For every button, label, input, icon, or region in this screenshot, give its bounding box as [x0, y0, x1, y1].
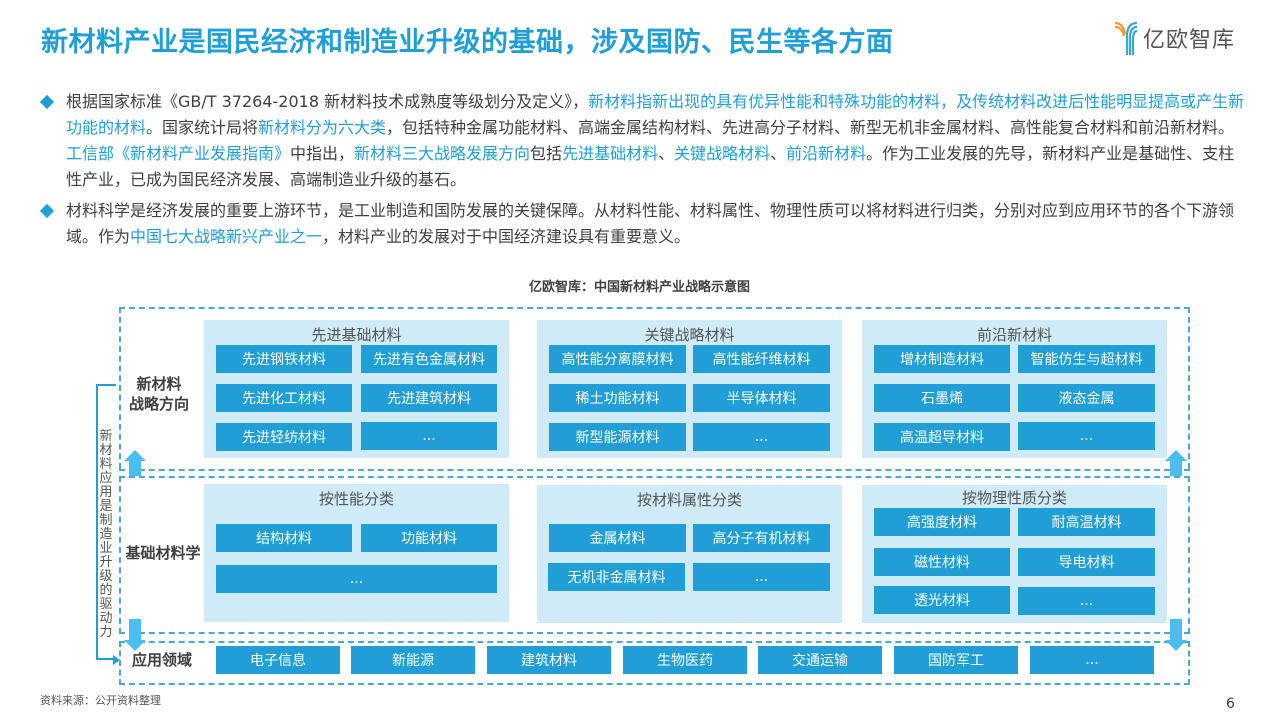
material-cell: 先进有色金属材料: [361, 345, 497, 373]
material-cell: 先进化工材料: [216, 384, 352, 412]
arrow-down-right-icon: [1165, 619, 1187, 652]
bullet-paragraph-1: 根据国家标准《GB/T 37264-2018 新材料技术成熟度等级划分及定义》，…: [39, 89, 1245, 193]
logo-mark-icon: [1114, 21, 1138, 55]
panel-by-material-property: 按材料属性分类 金属材料 高分子有机材料 无机非金属材料 ...: [537, 485, 842, 623]
arrow-down-left-icon: [124, 619, 146, 652]
material-cell: 新型能源材料: [549, 423, 686, 451]
body-text: 。国家统计局将: [146, 118, 259, 137]
material-cell: 稀土功能材料: [549, 384, 686, 412]
material-cell: ...: [693, 563, 830, 591]
side-arrow-right-icon: [113, 655, 120, 665]
material-cell: 智能仿生与超材料: [1018, 345, 1155, 373]
highlighted-text: 工信部《新材料产业发展指南》: [66, 144, 291, 163]
bullet-paragraph-2: 材料科学是经济发展的重要上游环节，是工业制造和国防发展的关键保障。从材料性能、材…: [39, 198, 1245, 250]
diagram-title: 亿欧智库：中国新材料产业战略示意图: [528, 280, 750, 295]
body-text: 包括: [530, 144, 563, 163]
arrow-up-left-icon: [124, 450, 146, 476]
application-cell: 生物医药: [623, 646, 747, 674]
highlighted-text: 前沿新材料: [786, 144, 867, 163]
page-number: 6: [1226, 696, 1235, 712]
material-cell: 高强度材料: [874, 508, 1010, 536]
material-cell: 先进钢铁材料: [216, 345, 352, 373]
application-zone-border: [119, 641, 1190, 685]
diamond-bullet-icon: [39, 203, 55, 219]
material-cell: 高温超导材料: [874, 423, 1010, 451]
material-cell: 先进建筑材料: [361, 384, 497, 412]
panel-key-strategic-materials: 关键战略材料 高性能分离膜材料 高性能纤维材料 稀土功能材料 半导体材料 新型能…: [537, 320, 842, 458]
material-cell: ...: [216, 565, 497, 593]
logo-text: 亿欧智库: [1143, 28, 1236, 53]
material-cell: 半导体材料: [693, 384, 830, 412]
body-text: 中指出，: [290, 144, 355, 163]
highlighted-text: 先进基础材料: [562, 144, 659, 163]
material-cell: ...: [1018, 587, 1155, 615]
material-cell: 磁性材料: [874, 548, 1010, 576]
body-text: 材料科学是经济发展的重要上游环节，是工业制造和国防发展的关键保障。从材料性能、材…: [66, 201, 1235, 246]
body-text: 根据国家标准《GB/T 37264-2018 新材料技术成熟度等级划分及定义》，: [66, 92, 589, 111]
row-label-application: 应用领域: [131, 651, 192, 669]
application-cell: 建筑材料: [487, 646, 611, 674]
material-cell: 高分子有机材料: [693, 524, 830, 552]
material-cell: 高性能纤维材料: [693, 345, 830, 373]
material-cell: 功能材料: [361, 524, 497, 552]
material-cell: 金属材料: [549, 524, 686, 552]
body-text: ，材料产业的发展对于中国经济建设具有重要意义。: [322, 227, 691, 246]
body-text: 、: [658, 144, 675, 163]
material-cell: 先进轻纺材料: [216, 423, 352, 451]
highlighted-text: 关键战略材料: [674, 144, 771, 163]
application-cell: 电子信息: [216, 646, 340, 674]
source-note: 资料来源：公开资料整理: [40, 694, 161, 707]
panel-frontier-new-materials: 前沿新材料 增材制造材料 智能仿生与超材料 石墨烯 液态金属 高温超导材料 ..…: [862, 320, 1167, 458]
material-cell: 导电材料: [1018, 548, 1155, 576]
material-cell: 结构材料: [216, 524, 352, 552]
zone-divider: [119, 641, 1190, 643]
material-cell: 液态金属: [1018, 384, 1155, 412]
diamond-bullet-icon: [39, 94, 55, 110]
row-label-basic: 基础材料学: [125, 544, 201, 562]
material-cell: ...: [693, 423, 830, 451]
material-cell: ...: [361, 422, 497, 450]
body-text: 。作为工业发展的先导，新材料产业是基础性、支柱性产业，已成为国民经济发展、高端制…: [66, 144, 1235, 189]
strategy-zone-border: [119, 307, 1190, 469]
highlighted-text: 新材料分为六大类: [258, 118, 387, 137]
highlighted-text: 新材料指新出现的具有优异性能和特殊功能的材料，及传统材料改进后性能明显提高或产生…: [66, 92, 1245, 137]
logo: 亿欧智库: [1113, 20, 1235, 56]
arrow-up-right-icon: [1165, 450, 1187, 476]
application-cell: 交通运输: [758, 646, 882, 674]
body-text: 、: [770, 144, 787, 163]
material-cell: 石墨烯: [874, 384, 1010, 412]
panel-by-physical-property: 按物理性质分类 高强度材料 耐高温材料 磁性材料 导电材料 透光材料 ...: [862, 485, 1167, 623]
application-cell: 国防军工: [894, 646, 1018, 674]
highlighted-text: 新材料三大战略发展方向: [354, 144, 531, 163]
material-cell: 透光材料: [874, 586, 1010, 614]
panel-advanced-basic-materials: 先进基础材料 先进钢铁材料 先进有色金属材料 先进化工材料 先进建筑材料 先进轻…: [204, 320, 509, 458]
material-cell: ...: [1018, 422, 1155, 450]
highlighted-text: 中国七大战略新兴产业之一: [130, 227, 323, 246]
body-text: ，包括特种金属功能材料、高端金属结构材料、先进高分子材料、新型无机非金属材料、高…: [386, 118, 1235, 137]
row-label-strategy: 新材料 战略方向: [128, 375, 189, 413]
bullet-list: 根据国家标准《GB/T 37264-2018 新材料技术成熟度等级划分及定义》，…: [39, 89, 1245, 255]
material-cell: 无机非金属材料: [548, 563, 685, 591]
material-cell: 高性能分离膜材料: [549, 345, 686, 373]
page-title: 新材料产业是国民经济和制造业升级的基础，涉及国防、民生等各方面: [41, 27, 894, 58]
zone-divider: [119, 469, 1190, 471]
side-label: 新材料应用是制造业升级的驱动力: [99, 429, 113, 640]
application-cell: 新能源: [351, 646, 475, 674]
basic-zone-border: [119, 476, 1190, 634]
zone-divider: [119, 476, 1190, 478]
application-cell: ...: [1030, 646, 1154, 674]
side-bracket-line: [96, 384, 116, 660]
panel-by-performance: 按性能分类 结构材料 功能材料 ...: [204, 484, 509, 622]
material-cell: 增材制造材料: [874, 345, 1010, 373]
material-cell: 耐高温材料: [1018, 508, 1155, 536]
